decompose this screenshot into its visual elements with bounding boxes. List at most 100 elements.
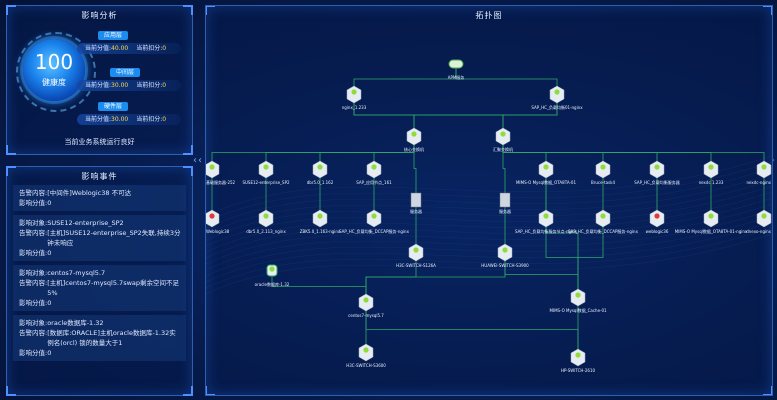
topology-node-r9[interactable]: nexdc-nginx [746,160,772,185]
layer-app-score: 40.00 [111,45,129,52]
node-status-dot [654,213,660,219]
node-status-dot [371,213,377,219]
event-row: 告警内容:[主机]SUSE12-enterprise_SP2失联,持续3分钟未响… [19,228,181,248]
layer-mid-score: 30.00 [111,82,129,89]
panel-corner [6,145,16,155]
topology-node-centos[interactable]: centos7-mysql5.7 [348,293,384,318]
event-field-label: 影响分值: [19,299,48,307]
layer-deduct-label: 当前扣分: [136,45,163,52]
event-row: 影响分值:0 [19,348,181,358]
background-wave [206,203,772,265]
topology-node-b5[interactable]: SAP_HC_负载均衡服务节点-nginx [515,209,578,234]
node-label: HUAWEI-SWITCH-S3900 [481,263,529,268]
node-status-dot [708,213,714,219]
collapse-left-icon[interactable]: ‹ [193,155,197,166]
event-row: 告警内容:[中间件]Weblogic38 不可达 [19,188,181,198]
node-status-dot [263,213,269,219]
event-field-value: 0 [47,349,52,357]
topology-node-sw2[interactable]: 汇聚交换机 [493,127,513,152]
topology-link [502,94,558,136]
topology-node-r7[interactable]: SAP_HC_负载均衡服务器 [634,160,680,185]
node-label: Bruce-task4 [591,180,615,185]
node-label: 汇聚交换机 [493,146,513,152]
topology-node-r3[interactable]: dbr5.0_1.162 [307,160,334,185]
event-field-label: 影响分值: [19,249,48,257]
node-label: HP-SWITCH-2610 [561,368,596,373]
node-label: dbr5.0_1.162 [307,180,334,185]
node-label: 服务器 [499,208,511,214]
background-wave [206,221,772,283]
event-field-value: [主机]SUSE12-enterprise_SP2失联,持续3分钟未响应 [47,229,181,247]
node-label: SAP_HC_负载均衡服务器 [634,179,680,185]
topology-node-apm[interactable]: APM服务 [448,59,465,80]
expand-right-icon[interactable]: › [771,155,775,166]
topology-node-b7[interactable]: weblogic36 [646,209,669,234]
topology-node-r6[interactable]: Bruce-task4 [591,160,615,185]
event-field-value: 0 [47,299,52,307]
topology-node-r8[interactable]: nexdc 1.233 [699,160,724,185]
topology-node-rack1[interactable]: 服务器 [410,192,422,214]
node-label: nexdc 1.233 [699,180,724,185]
node-status-dot [543,164,549,170]
background-wave [206,227,772,289]
node-status-dot [654,164,660,170]
event-field-label: 影响对象: [19,219,48,227]
topology-node-r4[interactable]: SAP_应用节点_161 [356,160,392,185]
impact-events-title: 影响事件 [81,172,118,181]
node-status-dot [269,266,275,272]
topology-node-hp[interactable]: HP-SWITCH-2610 [561,348,596,373]
panel-corner [183,145,193,155]
layer-hw-deduct: 0 [162,116,167,123]
node-status-dot [363,347,369,353]
collapse-left-icon[interactable]: ‹ [198,155,202,166]
event-field-value: [数据库:ORACLE]主机oracle数据库-1.32实例名(orcl) 锁的… [47,329,176,347]
panel-corner [206,6,215,15]
event-field-label: 告警内容: [19,279,48,287]
topology-node-r1[interactable]: 基础服务器-252 [206,160,236,185]
topology-node-mims[interactable]: MIMS-O Mysql数据_Cache-01 [549,288,607,313]
node-label: 服务器 [410,208,422,214]
node-label: SAP_HC_负载均衡01-nginx [531,104,583,110]
topology-node-rack2[interactable]: 服务器 [499,192,511,214]
topology-node-b1[interactable]: Weblogic38 [206,209,230,234]
node-shape [410,192,422,208]
node-status-dot [413,247,419,253]
system-status-message: 当前业务系统运行良好 [64,138,135,146]
background-wave [206,215,772,277]
topology-node-h3c1[interactable]: H3C-SWITCH-S126A [396,243,436,268]
topology-node-b3[interactable]: ZBK5.0_1.163-nginx [300,209,341,234]
topology-node-b8[interactable]: MIMS-O Mysql数据_ОTA8TA-01-nginx [675,209,748,234]
event-field-label: 告警内容: [19,329,48,337]
layer-score-label: 当前分值: [85,45,112,52]
topology-node-nginx[interactable]: nginx_1.233 [342,85,367,110]
event-card[interactable]: 告警内容:[中间件]Weblogic38 不可达影响分值:0 [13,185,186,211]
topology-node-b6[interactable]: SAP_HC_负载均衡_DCCAP服务-nginx [568,209,639,234]
topology-node-b4[interactable]: SAP_HC_负载均衡_DCCAP服务-nginx [339,209,410,234]
topology-node-b9[interactable]: dnexo-nginx [746,209,772,234]
topology-node-h3c2[interactable]: H3C-SWITCH-S3600 [346,343,386,368]
node-status-dot [543,213,549,219]
node-status-dot [317,213,323,219]
topology-node-sw1[interactable]: 核心交换机 [404,127,424,152]
topology-node-sapnginx[interactable]: SAP_HC_负载均衡01-nginx [531,85,583,110]
layer-score-label: 当前分值: [85,82,112,89]
topology-node-r5[interactable]: MIMS-O Mysql数据_ОTA8TA-01 [516,160,576,185]
topology-node-r2[interactable]: SUSE12-enterprise_SP2 [242,160,290,185]
layer-deduct-label: 当前扣分: [136,82,163,89]
impact-analysis-title: 影响分析 [81,11,118,20]
node-label: dnexo-nginx [746,229,771,234]
topology-node-hua[interactable]: HUAWEI-SWITCH-S3900 [481,243,529,268]
node-label: MIMS-O Mysql数据_ОTA8TA-01 [516,179,576,185]
topology-node-oracle[interactable]: oracle数据库-1.32 [255,264,290,287]
topology-node-b2[interactable]: dbr5.0_2.113_nginx [246,209,286,234]
panel-corner [6,5,16,15]
panel-corner [206,386,215,395]
event-row: 告警内容:[数据库:ORACLE]主机oracle数据库-1.32实例名(orc… [19,328,181,348]
topology-link [455,64,558,94]
